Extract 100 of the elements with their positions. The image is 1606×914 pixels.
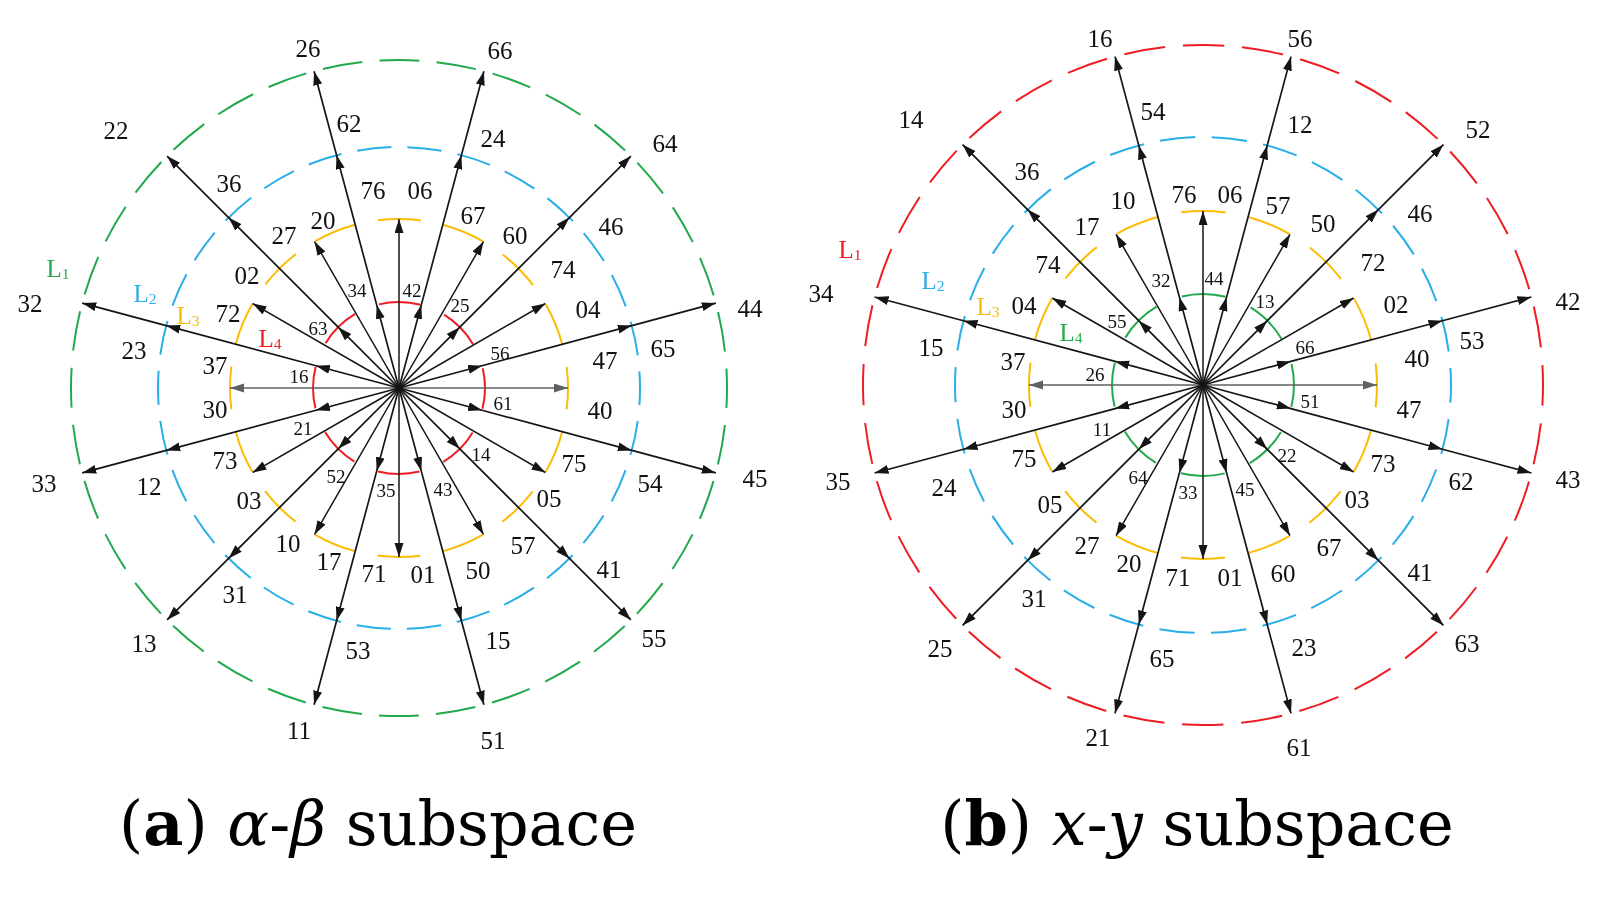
vector-label: 13 [131, 630, 157, 656]
vector-label: 14 [471, 444, 491, 464]
vector-label: 44 [1204, 268, 1224, 288]
vector-label: 21 [293, 418, 313, 438]
vector-label: 25 [927, 635, 953, 661]
vector-label: 74 [550, 256, 576, 282]
vector-label: 63 [308, 318, 328, 338]
vector-label: 01 [1217, 564, 1243, 590]
vector-label: 30 [1001, 396, 1027, 422]
layer-label: L$_{1}$ [838, 236, 862, 262]
vector-label: 37 [202, 352, 228, 378]
vector-label: 40 [587, 397, 613, 423]
vector-label: 73 [212, 447, 238, 473]
vector-label: 52 [326, 466, 346, 486]
vector-label: 43 [433, 479, 453, 499]
vector-label: 72 [1360, 249, 1386, 275]
vector-label: 73 [1370, 450, 1396, 476]
vector-label: 24 [480, 125, 506, 151]
vector-label: 21 [1085, 724, 1111, 750]
vector-label: 32 [1151, 270, 1171, 290]
vector-label: 17 [316, 548, 342, 574]
vector-label: 17 [1074, 213, 1100, 239]
vector-label: 26 [295, 35, 321, 61]
vector-label: 61 [1286, 734, 1312, 760]
vector-label: 62 [1448, 468, 1474, 494]
vector-label: 74 [1035, 251, 1061, 277]
vector-label: 02 [1383, 291, 1409, 317]
vector-label: 16 [1087, 25, 1113, 51]
vector-label: 66 [487, 37, 513, 63]
vector-label: 13 [1255, 291, 1275, 311]
vector-label: 67 [460, 202, 486, 228]
vector-label: 12 [136, 473, 162, 499]
vector-label: 12 [1287, 111, 1313, 137]
layer-label: L$_{2}$ [921, 267, 945, 293]
vector-label: 46 [1407, 200, 1433, 226]
vector-label: 72 [215, 300, 241, 326]
layer-label: L$_{1}$ [46, 255, 70, 281]
vector-label: 50 [465, 557, 491, 583]
vector-label: 36 [216, 170, 242, 196]
vector-label: 22 [1277, 445, 1297, 465]
vector-label: 60 [502, 222, 528, 248]
vector-label: 10 [1110, 187, 1136, 213]
vector-label: 50 [1310, 210, 1336, 236]
vector-label: 64 [1128, 467, 1148, 487]
layer-label: L$_{4}$ [258, 325, 282, 351]
vector-label: 33 [31, 470, 57, 496]
vector-label: 75 [1011, 445, 1037, 471]
vector-label: 67 [1316, 534, 1342, 560]
vector-label: 04 [1011, 292, 1037, 318]
vector-label: 14 [898, 106, 924, 132]
vector-label: 65 [650, 335, 676, 361]
vector-label: 61 [493, 393, 513, 413]
vector-label: 05 [536, 485, 562, 511]
vector-label: 06 [1217, 181, 1243, 207]
vector-label: 75 [561, 450, 587, 476]
vector-label: 76 [1171, 181, 1197, 207]
vector-label: 23 [1291, 634, 1317, 660]
vector-label: 35 [825, 468, 851, 494]
vector-label: 41 [1407, 559, 1433, 585]
vector-label: 56 [1287, 25, 1313, 51]
vector-label: 03 [1344, 486, 1370, 512]
vector-label: 47 [1396, 396, 1422, 422]
vector-label: 31 [1021, 585, 1047, 611]
vector-label: 43 [1555, 466, 1581, 492]
vector-label: 15 [485, 627, 511, 653]
layer-label: L$_{2}$ [133, 280, 157, 306]
vector-label: 26 [1085, 364, 1105, 384]
vector-label: 52 [1465, 116, 1491, 142]
vector-label: 54 [637, 470, 663, 496]
vector-label: 44 [737, 295, 763, 321]
vector-label: 02 [234, 262, 260, 288]
vector-label: 16 [289, 366, 309, 386]
vector-label: 55 [641, 625, 667, 651]
vector-label: 04 [575, 296, 601, 322]
vector-label: 27 [271, 222, 297, 248]
vector-label: 30 [202, 396, 228, 422]
vector-label: 34 [347, 280, 367, 300]
vector-label: 54 [1140, 98, 1166, 124]
vector-label: 53 [1459, 327, 1485, 353]
vector-label: 24 [931, 474, 957, 500]
vector-label: 66 [1295, 337, 1315, 357]
vector-label: 03 [236, 487, 262, 513]
vector-label: 51 [480, 727, 506, 753]
vector-label: 57 [1265, 192, 1291, 218]
vector-label: 62 [336, 110, 362, 136]
vector-label: 42 [1555, 288, 1581, 314]
vector-label: 71 [1165, 564, 1191, 590]
layer-label: L$_{3}$ [176, 302, 200, 328]
vector-label: 41 [596, 556, 622, 582]
vector-label: 51 [1300, 391, 1320, 411]
vector-label: 01 [410, 561, 436, 587]
vector-label: 53 [345, 637, 371, 663]
vector-label: 42 [402, 280, 422, 300]
vector-label: 33 [1178, 482, 1198, 502]
vector-label: 11 [286, 717, 312, 743]
vector-label: 47 [592, 347, 618, 373]
vector-label: 15 [918, 334, 944, 360]
vector-label: 22 [103, 117, 129, 143]
vector-label: 45 [1235, 479, 1255, 499]
vector-label: 10 [275, 530, 301, 556]
